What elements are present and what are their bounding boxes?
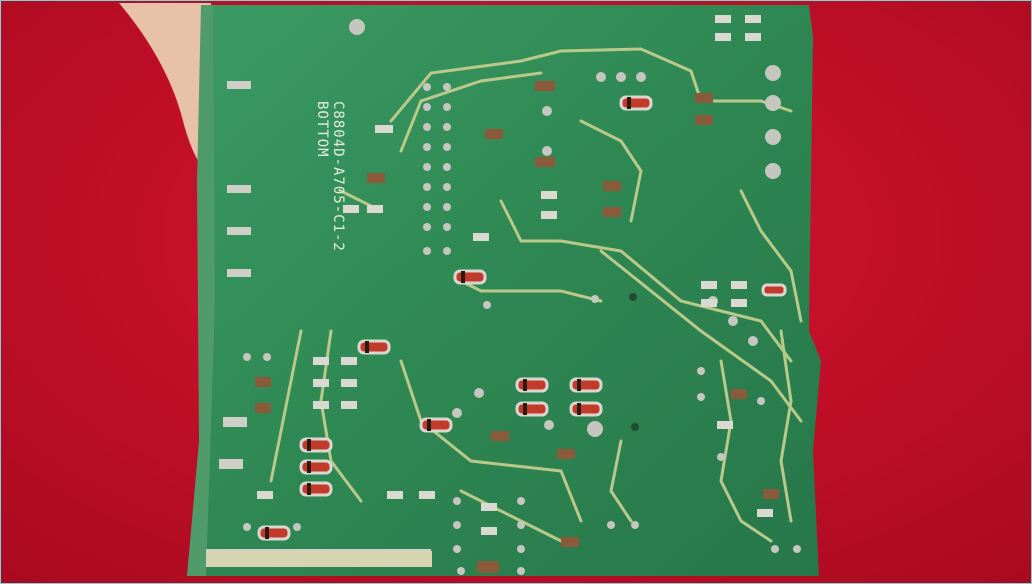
silkscreen-part-number: C8804D-A705-C1-2 [330,101,346,252]
bottom-connector-strip [206,551,432,567]
copper-traces [269,47,803,543]
diodes [257,95,787,541]
smd-components [255,15,779,573]
solder-pads [243,19,801,575]
silkscreen-label: C8804D-A705-C1-2 BOTTOM [286,101,346,271]
mounting-holes [629,293,639,431]
silkscreen-side: BOTTOM [314,101,330,158]
hand [119,3,213,176]
